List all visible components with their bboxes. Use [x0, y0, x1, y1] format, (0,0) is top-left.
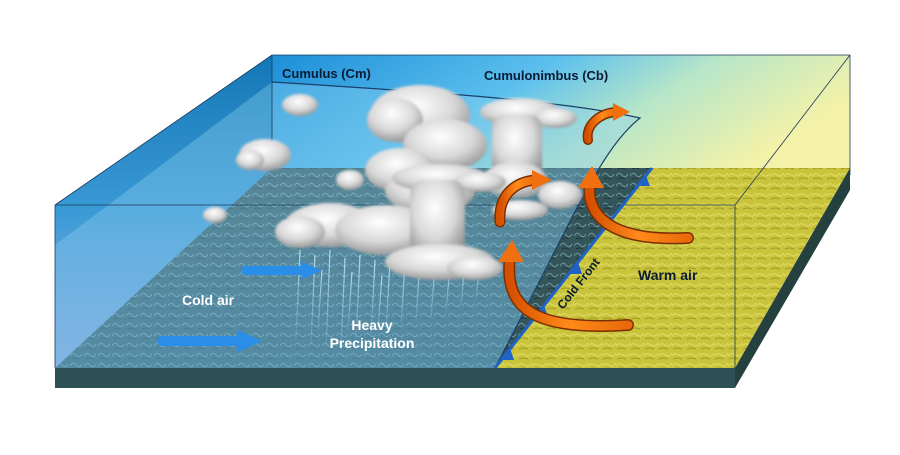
label-warm-air: Warm air	[638, 267, 698, 283]
cold-front-line	[493, 167, 654, 369]
warm-air-arrow-icon	[494, 174, 541, 228]
label-cumulus: Cumulus (Cm)	[282, 66, 371, 81]
cloud-icon	[385, 164, 506, 280]
ground-front-slab	[55, 368, 735, 388]
label-cold-air: Cold air	[182, 292, 235, 308]
cloud-icon	[480, 98, 577, 198]
warm-air-arrow-icon	[498, 240, 524, 262]
warm-ground-surface	[495, 168, 850, 368]
label-heavy-precipitation-2: Precipitation	[330, 335, 415, 351]
warm-air-arrow-icon	[583, 176, 694, 245]
clouds	[203, 85, 582, 280]
warm-air-arrow-icon	[532, 170, 552, 190]
warm-air-arrow-icon	[578, 166, 604, 188]
label-heavy-precipitation-1: Heavy	[351, 317, 392, 333]
cold-air-arrow-icon	[242, 262, 322, 279]
cold-air-arrow-icon	[158, 330, 262, 352]
ground-right-slab	[735, 168, 850, 388]
warm-air-arrow-icon	[613, 103, 630, 121]
cloud-icon	[203, 94, 364, 223]
label-cumulonimbus: Cumulonimbus (Cb)	[484, 68, 608, 83]
warm-air-arrow-icon	[582, 107, 621, 145]
warm-air-arrow-icon	[503, 249, 634, 332]
